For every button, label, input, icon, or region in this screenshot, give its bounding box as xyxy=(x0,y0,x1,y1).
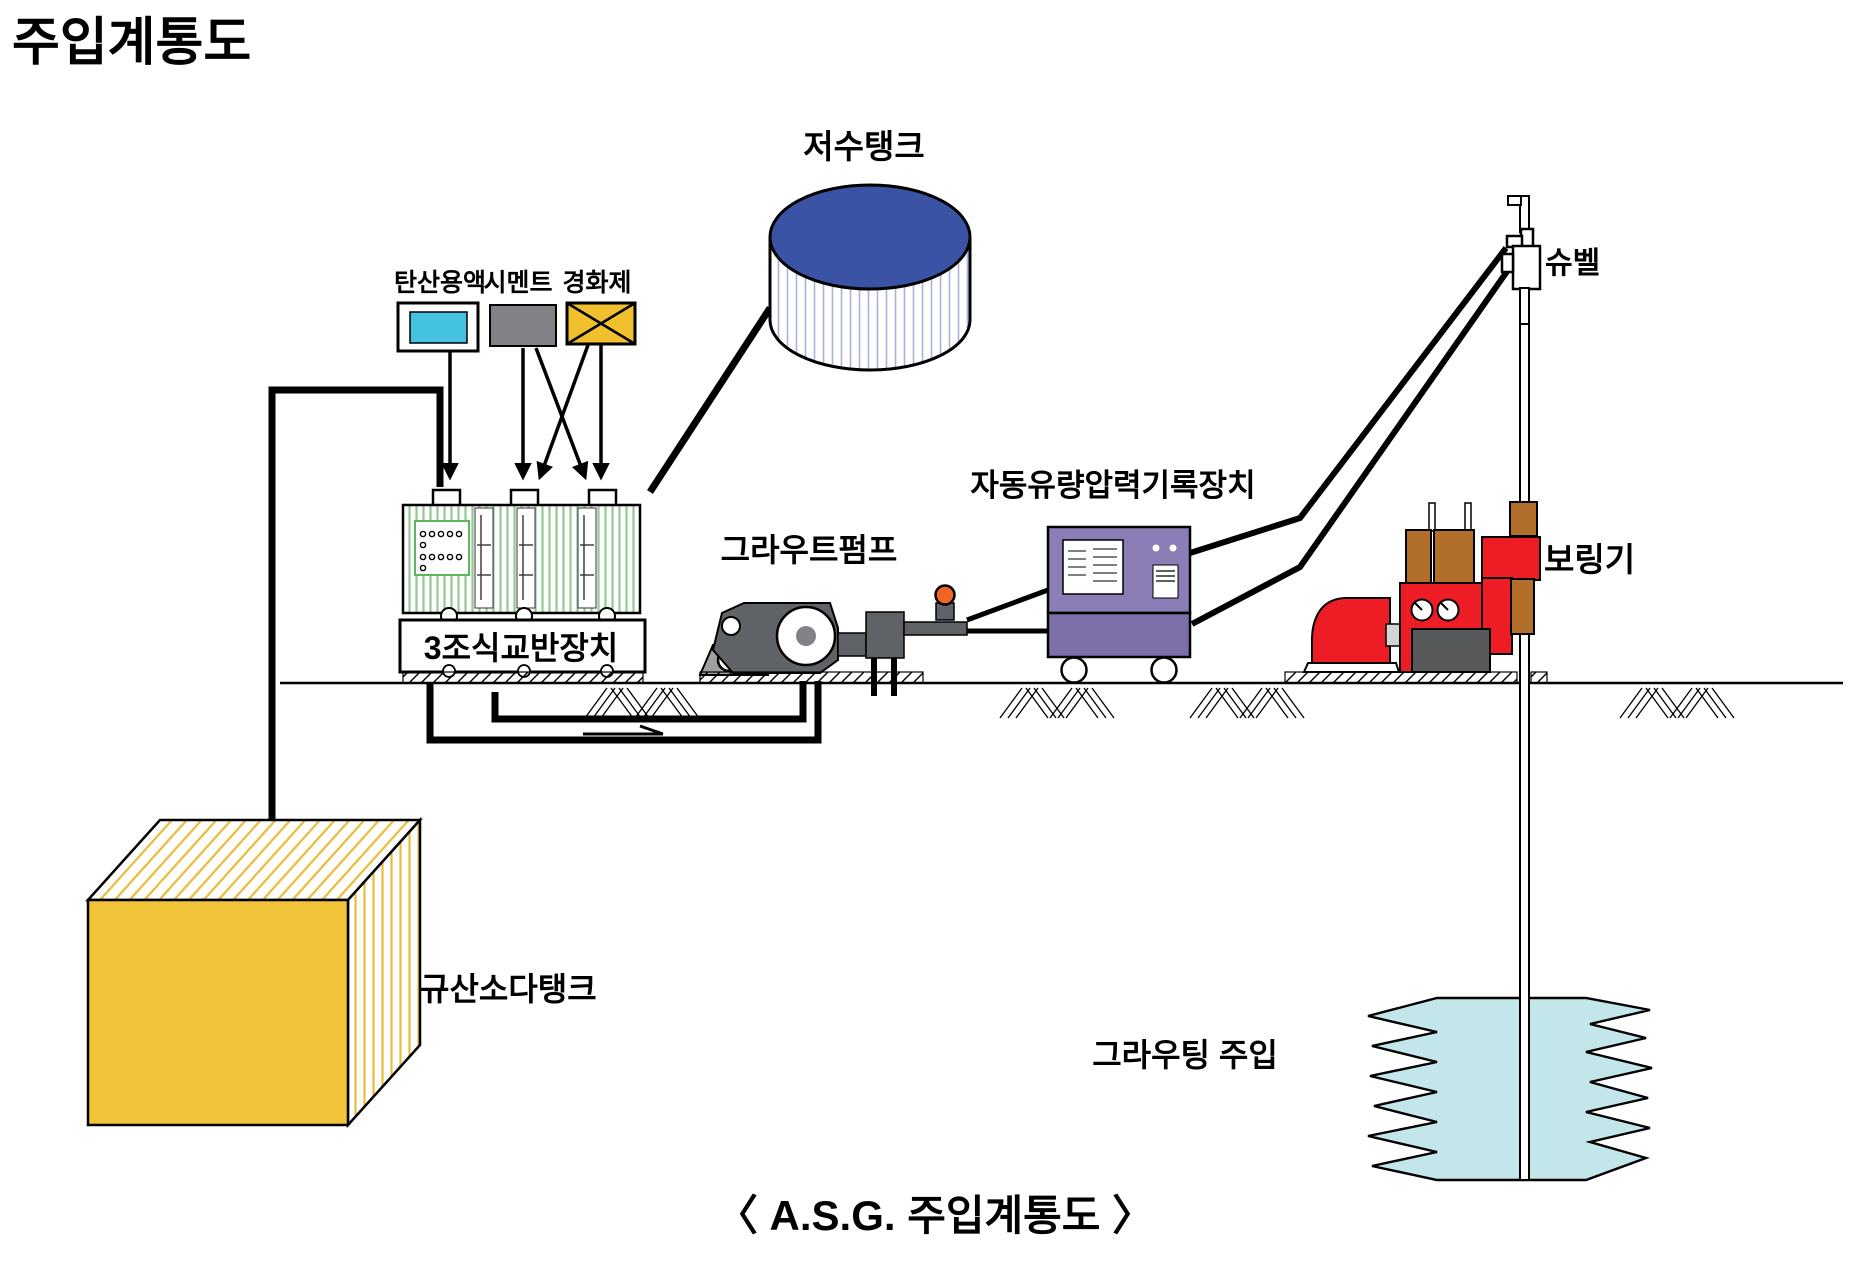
feed-boxes xyxy=(396,301,637,353)
hardener-arrow-1 xyxy=(536,344,590,481)
mixer-control-panel xyxy=(414,520,470,576)
soil-mark xyxy=(584,687,700,719)
soil-mark xyxy=(1189,687,1305,719)
swivel-top-cap xyxy=(1507,195,1522,206)
grout-pump-label: 그라우트펌프 xyxy=(721,532,898,568)
boring-cylinder-2 xyxy=(1433,529,1475,584)
page-title: 주입계통도 xyxy=(12,14,251,72)
pump-ground-pad xyxy=(699,671,924,684)
drill-chuck-lower xyxy=(1510,578,1535,635)
recorder-indicator-1 xyxy=(1152,544,1160,552)
recorder-body-bottom xyxy=(1046,611,1192,659)
mixer-ground-pad xyxy=(402,671,644,684)
boring-ground-pad xyxy=(1284,671,1518,684)
boring-machine xyxy=(1284,501,1548,684)
cement-box xyxy=(489,304,557,347)
valve-outlet-pipe xyxy=(903,621,968,636)
sodium-tank-front xyxy=(86,898,350,1127)
flow-arrow-barb xyxy=(639,724,664,736)
swivel-inlet xyxy=(1500,252,1515,274)
cement-arrow-2 xyxy=(534,347,589,481)
mixer-port-2 xyxy=(509,488,540,508)
labels: 주입계통도 저수탱크 탄산용액 시멘트 경화제 3조식교반장치 그라우트펌프 자… xyxy=(12,14,1635,1239)
boring-machine-label: 보링기 xyxy=(1544,541,1635,578)
boring-panel xyxy=(1411,628,1491,673)
mixer-outlet-pipe-outer xyxy=(426,681,822,744)
storage-tank xyxy=(768,183,972,372)
swivel-label: 슈벨 xyxy=(1545,247,1600,280)
recorder-label: 자동유량압력기록장치 xyxy=(970,468,1255,503)
carbonate-label: 탄산용액 xyxy=(394,269,486,297)
mixer-level-gauges xyxy=(474,507,597,609)
grout-zone xyxy=(1367,996,1653,1182)
soil-mark xyxy=(1619,687,1735,719)
swivel-hose-upper xyxy=(1189,246,1509,556)
sodium-feed-pipe xyxy=(268,386,444,820)
hardener-label: 경화제 xyxy=(562,269,631,297)
mixer-label: 3조식교반장치 xyxy=(424,630,618,666)
recorder-chart-lines xyxy=(1068,548,1117,582)
drill-rod xyxy=(1519,321,1530,1181)
pump-flywheel-hub xyxy=(796,626,816,646)
boring-gauge-2-needle xyxy=(1440,602,1449,611)
boring-ground-pad-right xyxy=(1530,671,1548,684)
boring-gauge-1-needle xyxy=(1414,602,1423,611)
valve-ball xyxy=(934,584,956,606)
boring-column-top xyxy=(1481,536,1541,581)
storage-tank-label: 저수탱크 xyxy=(803,128,924,165)
mixer-unit xyxy=(398,488,647,684)
pump-outlet-bar xyxy=(837,632,867,657)
boring-rod-2 xyxy=(1464,502,1472,532)
grout-pump xyxy=(698,584,968,696)
recorder-wheel-2 xyxy=(1150,656,1178,684)
feed-arrows xyxy=(441,344,610,481)
recorder-indicator-2 xyxy=(1169,544,1177,552)
drill-chuck-upper xyxy=(1509,501,1538,537)
swivel-hose-lower xyxy=(1190,268,1511,627)
caption: 〈 A.S.G. 주입계통도 〉 xyxy=(716,1192,1154,1239)
valve-block xyxy=(865,611,905,659)
swivel xyxy=(1500,195,1542,325)
ground xyxy=(280,681,1843,719)
grouting-injection-label: 그라우팅 주입 xyxy=(1092,1037,1278,1073)
pipes xyxy=(268,246,1511,820)
mixer-port-1 xyxy=(431,488,462,508)
mixer-outlet-pipe-inner xyxy=(491,681,807,723)
sodium-silicate-tank xyxy=(85,816,423,1129)
mixer-base-box xyxy=(398,618,647,674)
boring-rod-1 xyxy=(1428,502,1436,532)
recorder-side-panel-lines xyxy=(1156,570,1175,582)
tank-supply-line xyxy=(647,306,773,494)
tank-top xyxy=(768,183,972,291)
recorder-wheel-1 xyxy=(1060,656,1088,684)
sodium-tank-label: 규산소다탱크 xyxy=(420,971,597,1007)
hardener-box-diagonal-2 xyxy=(566,301,636,346)
boring-cylinder-1 xyxy=(1405,529,1432,584)
soil-mark xyxy=(999,687,1115,719)
mixer-port-3 xyxy=(587,488,618,508)
recorder-unit xyxy=(1046,525,1192,684)
swivel-body xyxy=(1511,244,1542,291)
boring-motor xyxy=(1311,597,1391,664)
pump-small-pulley xyxy=(721,616,741,636)
pump-recorder-hose-upper xyxy=(966,587,1049,623)
motor-base-plate xyxy=(1302,662,1401,673)
cement-label: 시멘트 xyxy=(483,269,552,297)
swivel-bottom-rod xyxy=(1519,287,1530,325)
carbonate-box xyxy=(409,311,468,344)
grout-bulb xyxy=(1367,996,1653,1182)
